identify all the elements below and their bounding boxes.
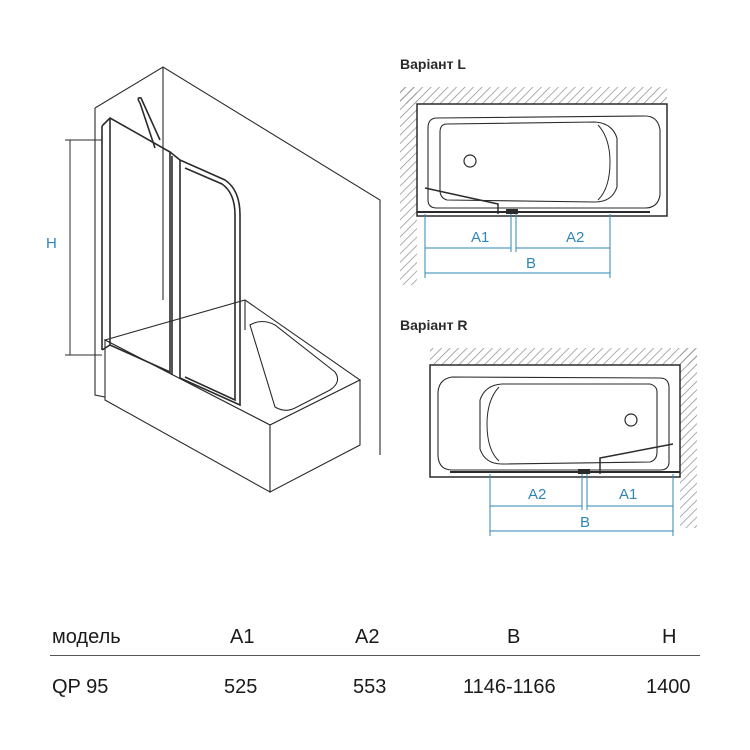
variant-l-plan — [400, 87, 697, 285]
variant-r-plan — [400, 348, 697, 536]
shower-holder — [137, 97, 161, 149]
cell-h: 1400 — [646, 676, 691, 698]
folding-glass-panel — [169, 151, 241, 407]
table-header-row: модель A1 A2 B H — [50, 620, 700, 656]
table-row: QP 95 525 553 1146-1166 1400 — [50, 670, 700, 706]
variant-l-dim-b: B — [526, 255, 536, 272]
spec-table: модель A1 A2 B H QP 95 525 553 1146-1166… — [50, 620, 700, 706]
variant-l-dim-a1: A1 — [471, 229, 489, 246]
variant-r-dim-a1: A1 — [619, 486, 637, 503]
height-dimension — [65, 139, 102, 356]
variant-l-dim-a2: A2 — [566, 229, 584, 246]
wall-top — [94, 66, 381, 455]
variant-r-title: Варіант R — [400, 317, 468, 333]
table-header-divider — [50, 655, 700, 656]
header-a1: A1 — [230, 626, 255, 648]
cell-a1: 525 — [224, 676, 258, 698]
variant-r-dim-a2: A2 — [528, 486, 546, 503]
height-label: H — [46, 235, 57, 252]
header-b: B — [507, 626, 521, 648]
bathtub — [103, 299, 362, 493]
perspective-view — [65, 66, 381, 493]
fixed-glass-panel — [101, 117, 171, 374]
variant-r-dim-b: B — [580, 514, 590, 531]
header-h: H — [662, 626, 677, 648]
cell-b: 1146-1166 — [463, 676, 556, 698]
header-a2: A2 — [355, 626, 380, 648]
cell-a2: 553 — [353, 676, 387, 698]
header-model: модель — [52, 626, 121, 648]
variant-l-title: Варіант L — [400, 56, 466, 72]
cell-model: QP 95 — [52, 676, 109, 698]
